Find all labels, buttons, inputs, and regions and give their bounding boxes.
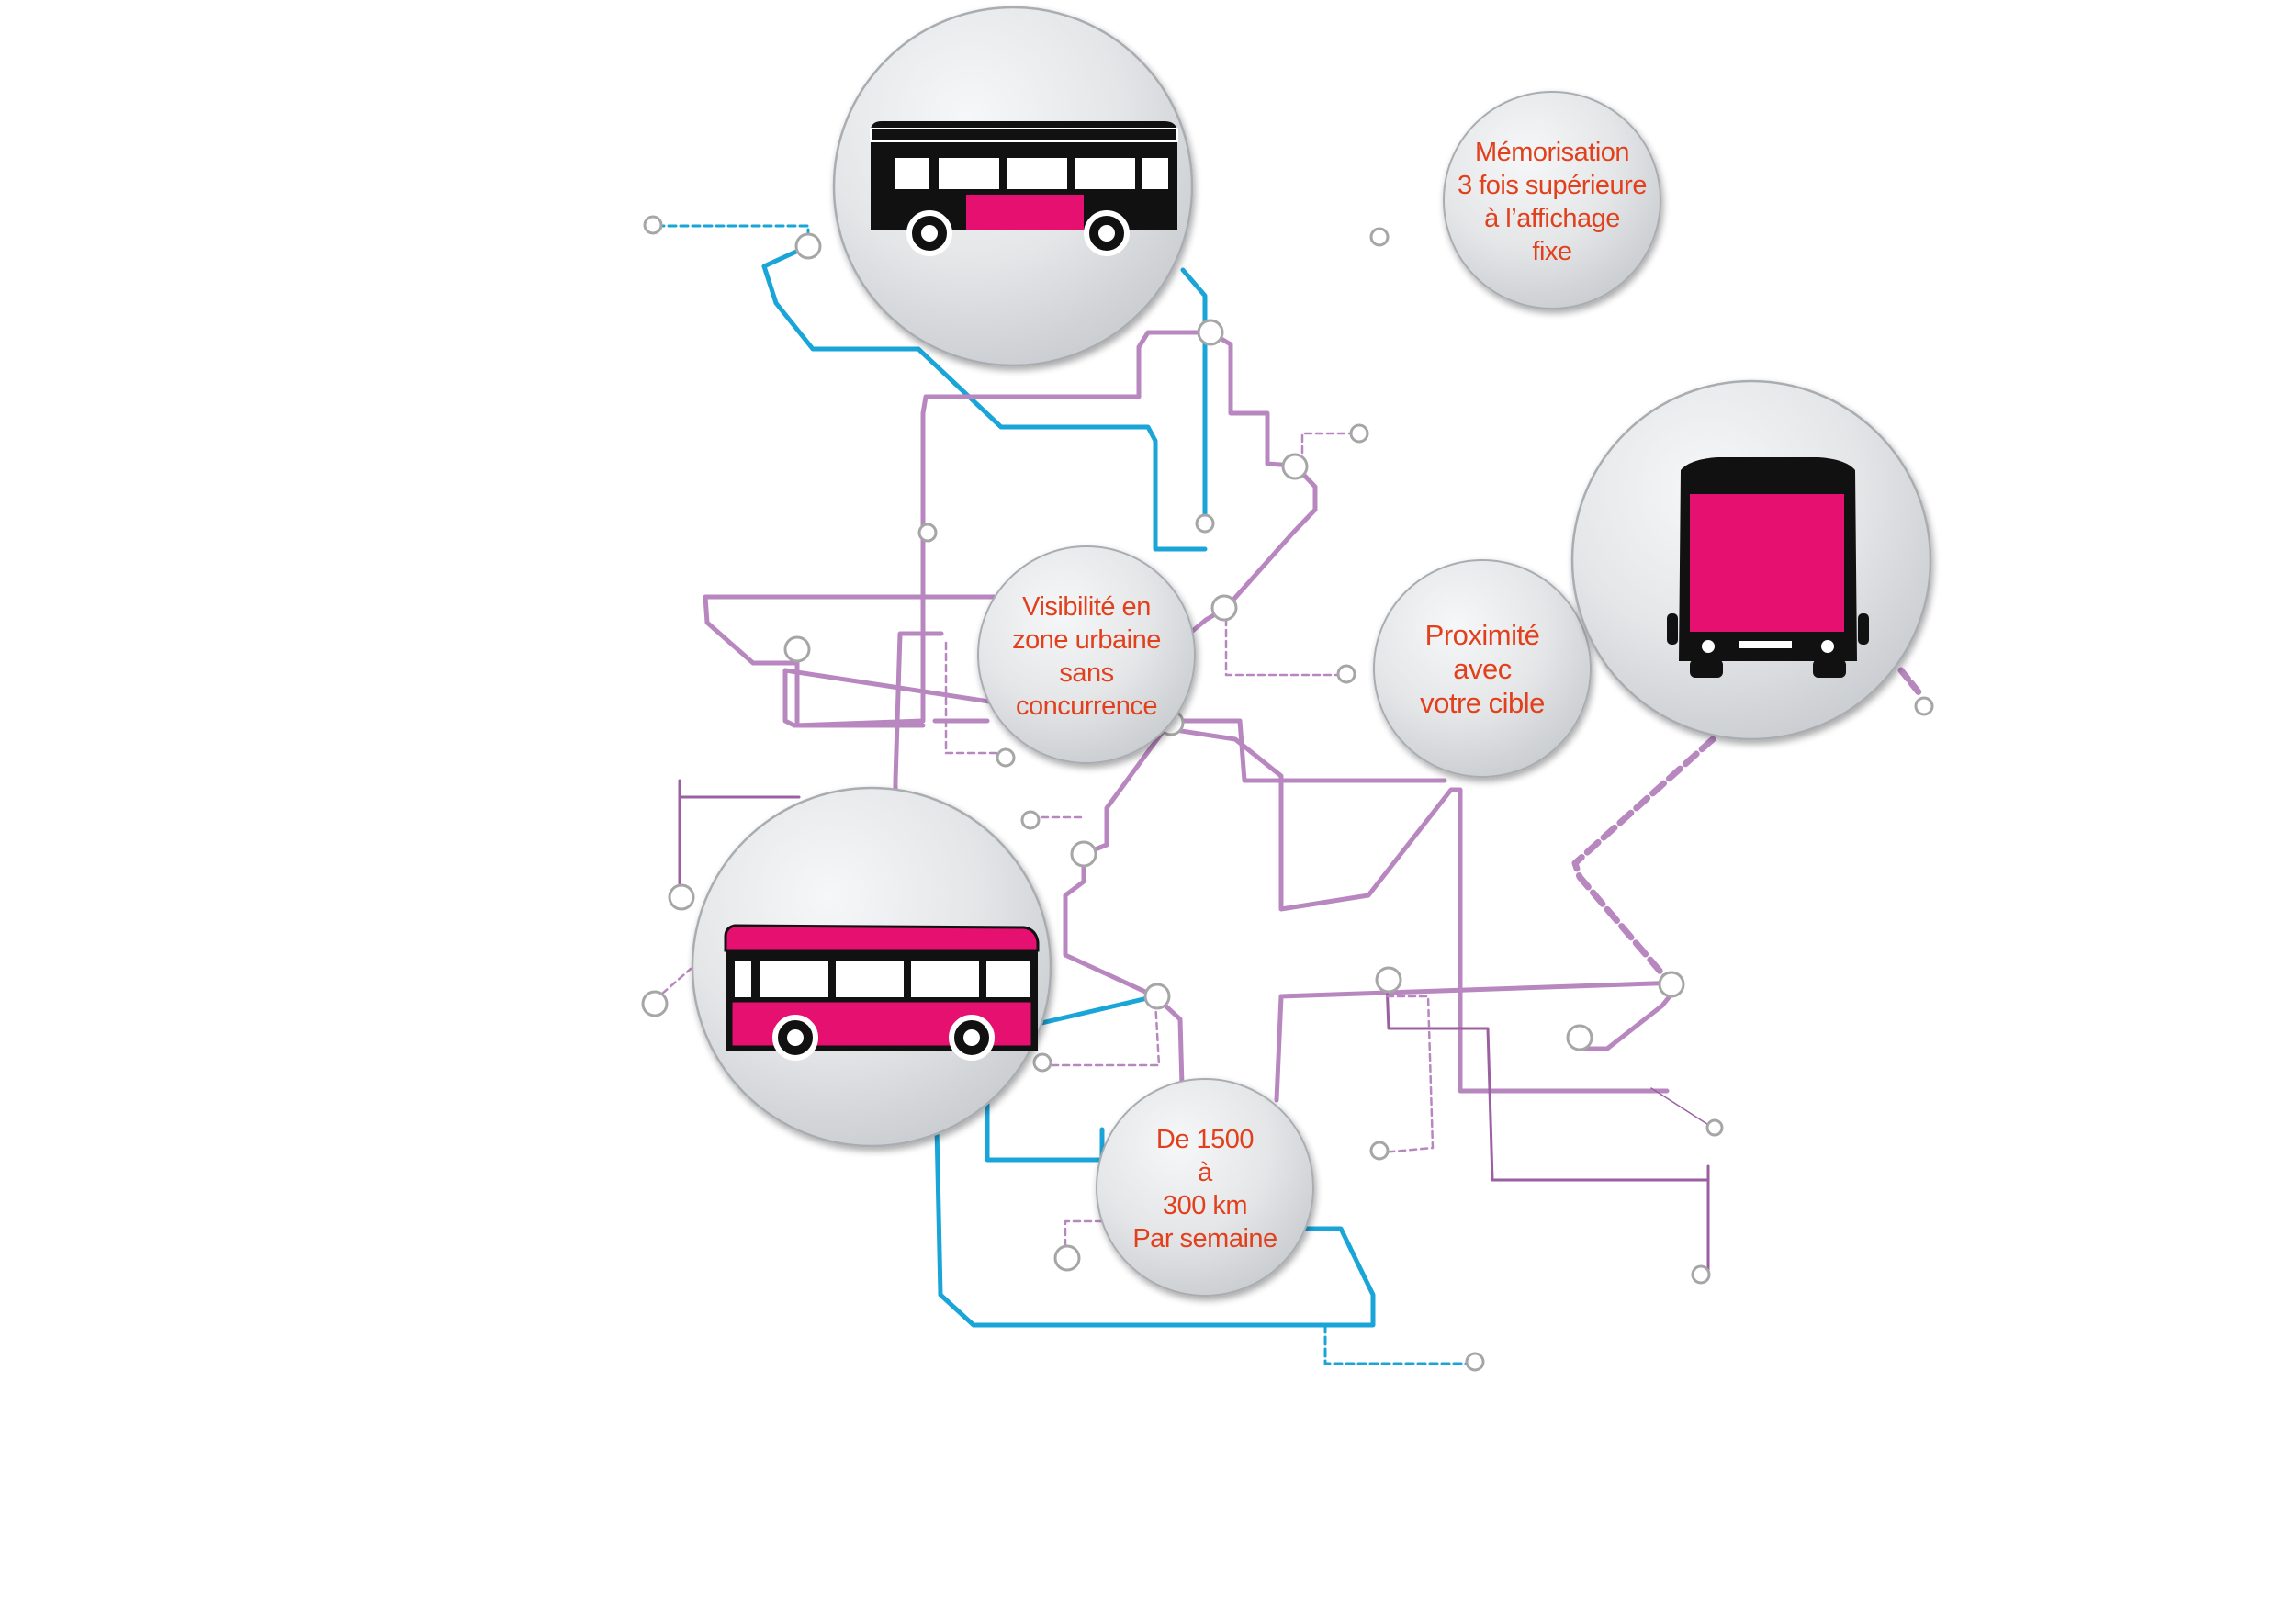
blue-dashed-spur-bottom (1323, 1323, 1476, 1365)
bus-side-black-icon (870, 121, 1178, 256)
bubble-memorisation (1443, 91, 1661, 309)
visibilite-line-4: concurrence (1015, 691, 1158, 721)
station-node (1197, 319, 1224, 346)
purple-dashed-heavy-b (1897, 667, 1923, 697)
purple-dashed-spur-1 (1300, 432, 1361, 466)
station-node (1336, 664, 1356, 684)
purple-dashed-spur-7 (1380, 995, 1435, 1154)
purple-route-a (782, 330, 1670, 1094)
blue-route-north-b (1180, 267, 1208, 524)
station-node (1032, 1052, 1052, 1073)
station-node (1053, 1244, 1081, 1272)
memorisation-line-2: 3 fois supérieure (1458, 171, 1647, 200)
station-node (1195, 513, 1215, 534)
bus-side-pink-icon (724, 924, 1040, 1061)
station-node (1349, 423, 1369, 444)
station-node (996, 747, 1016, 768)
purple-route-b (1175, 330, 1318, 714)
proximite-line-2: avec (1453, 652, 1512, 685)
blue-route-south (934, 1125, 1376, 1328)
station-node (1369, 1141, 1390, 1161)
bus-front-icon (1667, 457, 1869, 678)
purple-route-f (893, 631, 944, 797)
distance-line-2: à (1198, 1158, 1212, 1187)
visibilite-text: Visibilité en zone urbaine sans concurre… (985, 588, 1187, 725)
station-node (1281, 453, 1309, 480)
station-node (1566, 1024, 1593, 1051)
station-node (641, 990, 669, 1017)
purple-route-west (703, 594, 999, 728)
proximite-line-1: Proximité (1424, 618, 1540, 651)
station-node (1020, 810, 1041, 830)
purple-dashed-spur-3 (944, 641, 1003, 755)
purple-thin-east (1385, 981, 1710, 1278)
station-node (668, 883, 695, 911)
purple-route-d (1164, 718, 1447, 783)
purple-route-e (1274, 980, 1683, 1103)
station-node (1465, 1352, 1485, 1372)
station-node (794, 232, 822, 260)
bubble-visibilite (977, 545, 1196, 764)
memorisation-line-3: à l’affichage (1484, 204, 1620, 233)
station-node (1691, 1264, 1711, 1285)
blue-route-lines (655, 224, 1476, 1365)
purple-route-lines (652, 330, 1923, 1278)
purple-dashed-spur-6 (1041, 999, 1161, 1067)
memorisation-text: Mémorisation 3 fois supérieure à l’affic… (1451, 133, 1653, 271)
blue-route-connector (1035, 994, 1158, 1027)
station-node (1375, 966, 1402, 994)
visibilite-line-2: zone urbaine (1012, 625, 1161, 655)
blue-route-south-b (985, 1088, 1105, 1163)
station-node (783, 635, 811, 663)
memorisation-line-1: Mémorisation (1474, 138, 1630, 167)
bubble-proximite (1373, 559, 1592, 778)
distance-text: De 1500 à 300 km Par semaine (1104, 1120, 1306, 1258)
station-node (1369, 227, 1390, 247)
purple-route-c (1063, 709, 1186, 1123)
purple-thin-west (678, 779, 801, 799)
station-nodes (641, 215, 1934, 1372)
blue-dashed-spur-top (655, 224, 810, 248)
station-node (1914, 696, 1934, 716)
station-node (1658, 971, 1685, 998)
station-node (643, 215, 663, 235)
distance-line-1: De 1500 (1155, 1125, 1255, 1154)
blue-route-north (761, 243, 1208, 552)
station-node (1070, 840, 1097, 868)
visibilite-line-1: Visibilité en (1022, 592, 1151, 622)
distance-line-4: Par semaine (1132, 1224, 1277, 1253)
station-node (1210, 594, 1238, 622)
distance-line-3: 300 km (1162, 1191, 1248, 1220)
proximite-line-3: votre cible (1420, 686, 1545, 719)
visibilite-line-3: sans (1059, 658, 1114, 688)
purple-dashed-spur-2 (1224, 606, 1343, 677)
purple-thin-diagonal (1650, 1087, 1714, 1129)
proximite-text: Proximité avec votre cible (1381, 613, 1583, 724)
purple-dashed-heavy (1571, 736, 1716, 986)
station-node (917, 523, 938, 543)
station-node (1705, 1118, 1724, 1137)
bubble-distance (1096, 1078, 1314, 1297)
station-node (1143, 983, 1171, 1010)
memorisation-line-4: fixe (1532, 237, 1572, 266)
